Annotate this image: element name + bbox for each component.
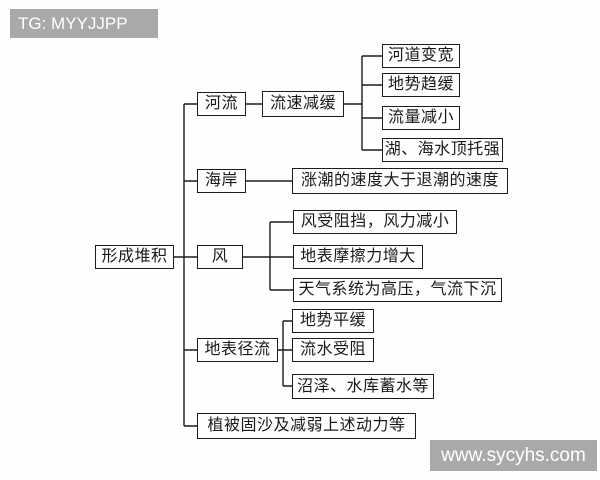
node-river-leaf-3: 流量减小: [382, 106, 460, 130]
node-coast-leaf-1: 涨潮的速度大于退潮的速度: [292, 168, 508, 194]
node-river: 河流: [197, 92, 246, 116]
node-wind-leaf-1: 风受阻挡，风力减小: [293, 210, 457, 234]
node-vegetation: 植被固沙及减弱上述动力等: [197, 413, 416, 439]
node-runoff-leaf-2: 流水受阻: [292, 338, 374, 362]
node-runoff-leaf-1: 地势平缓: [292, 309, 374, 333]
node-root: 形成堆积: [95, 245, 174, 269]
node-wind: 风: [197, 245, 243, 269]
node-river-leaf-2: 地势趋缓: [382, 73, 460, 97]
watermark-bottom-right: www.sycyhs.com: [430, 440, 597, 471]
node-river-cause: 流速减缓: [262, 91, 344, 117]
node-runoff-leaf-3: 沼泽、水库蓄水等: [292, 374, 434, 399]
node-coast: 海岸: [197, 169, 246, 193]
node-wind-leaf-3: 天气系统为高压，气流下沉: [293, 278, 502, 302]
node-river-leaf-1: 河道变宽: [382, 44, 460, 68]
node-wind-leaf-2: 地表摩擦力增大: [293, 245, 423, 269]
node-river-leaf-4: 湖、海水顶托强: [382, 138, 503, 162]
watermark-top-left: TG: MYYJJPP: [10, 9, 158, 38]
node-runoff: 地表径流: [197, 338, 278, 362]
